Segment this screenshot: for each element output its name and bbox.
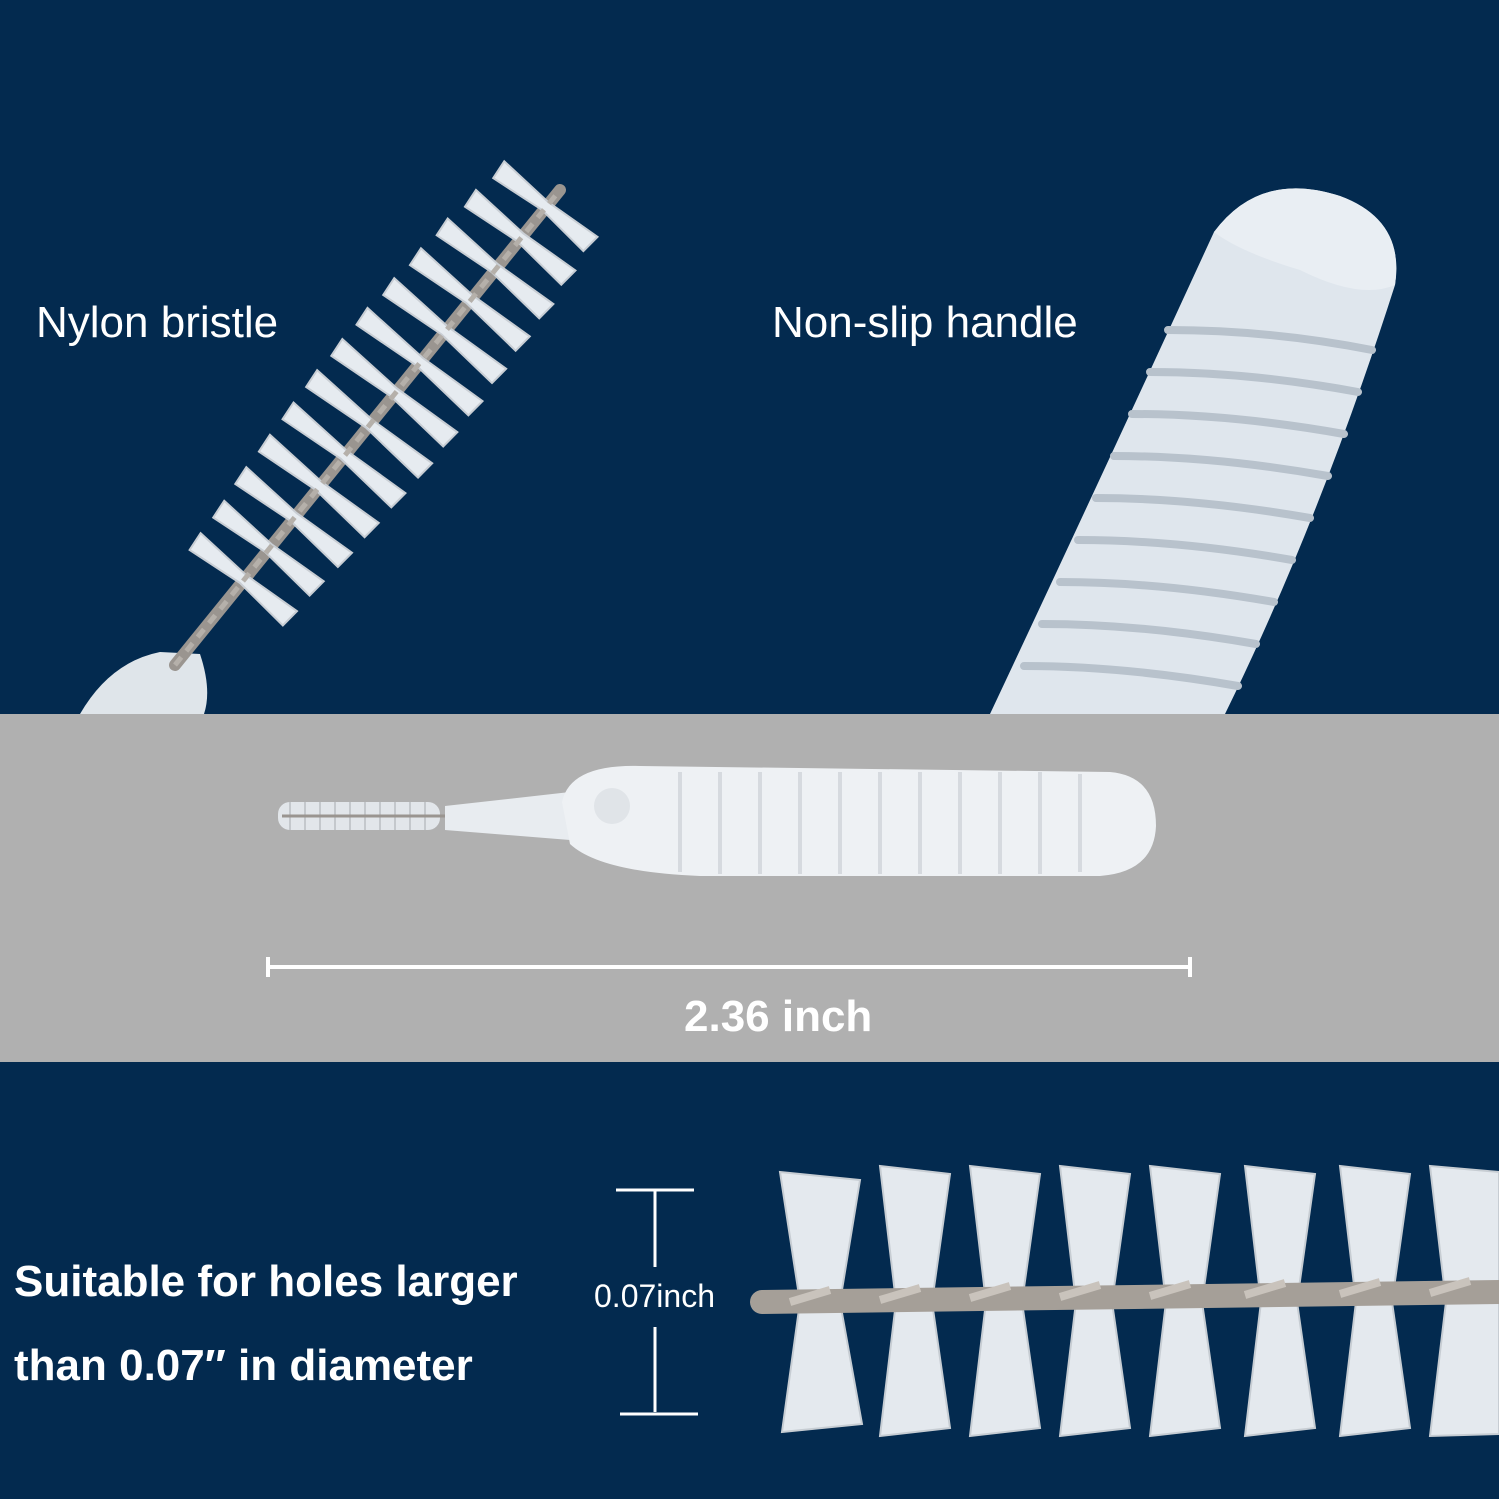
middle-panel [0, 714, 1499, 1062]
full-brush [278, 765, 1156, 876]
diameter-marker [616, 1188, 698, 1416]
suitable-line-2: than 0.07″ in diameter [14, 1341, 473, 1390]
closeup-wire [750, 1277, 1499, 1314]
bottom-panel [0, 1062, 1499, 1499]
middle-panel-art [0, 714, 1499, 1062]
bristle-closeup [778, 1164, 1499, 1438]
top-panel-art [0, 0, 1499, 714]
diameter-label: 0.07inch [594, 1278, 715, 1314]
bottom-panel-art [0, 1062, 1499, 1499]
top-panel: Nylon bristle Non-slip handle [0, 0, 1499, 714]
length-label: 2.36 inch [684, 992, 873, 1041]
suitable-line-1: Suitable for holes larger [14, 1257, 518, 1306]
length-dimension-line [266, 957, 1192, 977]
nylon-bristle-label: Nylon bristle [36, 298, 279, 347]
handle-closeup [990, 188, 1397, 714]
non-slip-handle-label: Non-slip handle [772, 298, 1078, 347]
suitable-text: Suitable for holes larger than 0.07″ in … [14, 1240, 518, 1408]
